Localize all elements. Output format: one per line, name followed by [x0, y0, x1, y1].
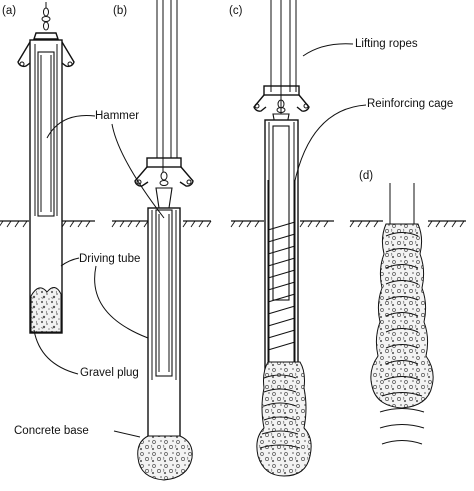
label-lifting-ropes-text: Lifting ropes — [355, 38, 418, 50]
stage-b-concrete-base — [134, 0, 194, 481]
hammer-a — [37, 51, 55, 217]
hammer-b — [155, 209, 173, 377]
hammer-c — [272, 125, 290, 301]
panel-label-c: (c) — [229, 5, 243, 17]
concrete-base-b — [137, 435, 193, 481]
label-concrete-base: Concrete base — [14, 425, 141, 438]
stage-a-drive-tube — [17, 2, 75, 334]
label-gravel-plug-text: Gravel plug — [80, 367, 139, 379]
panel-label-b: (b) — [113, 5, 127, 17]
label-gravel-plug: Gravel plug — [33, 329, 139, 379]
gravel-plug-a — [30, 287, 62, 333]
label-hammer: Hammer — [46, 110, 165, 219]
stage-c-reinforcing-cage — [253, 0, 312, 477]
label-reinforcing-cage: Reinforcing cage — [293, 98, 453, 186]
label-driving-tube-text: Driving tube — [79, 253, 140, 265]
hoist-chain — [41, 2, 51, 31]
label-concrete-base-text: Concrete base — [14, 425, 89, 437]
panel-label-d: (d) — [359, 170, 373, 182]
finished-pile-d — [370, 223, 434, 409]
stage-d-finished-pile — [370, 183, 434, 445]
label-driving-tube: Driving tube — [60, 253, 149, 339]
label-reinforcing-cage-text: Reinforcing cage — [367, 98, 453, 110]
label-lifting-ropes: Lifting ropes — [302, 38, 418, 57]
concrete-column-c — [256, 361, 312, 477]
label-hammer-text: Hammer — [95, 110, 139, 122]
panel-label-a: (a) — [2, 5, 16, 17]
